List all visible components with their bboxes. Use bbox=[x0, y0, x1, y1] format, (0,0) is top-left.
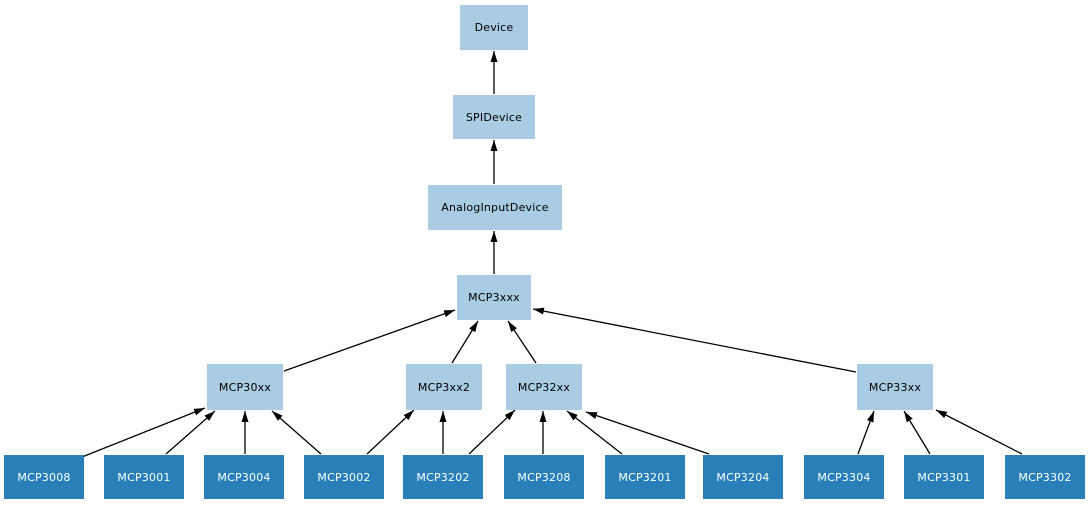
class-node-mcp3302[interactable]: MCP3302 bbox=[1005, 455, 1085, 499]
class-node-mcp3204[interactable]: MCP3204 bbox=[703, 455, 783, 499]
class-node-label: MCP3002 bbox=[317, 470, 371, 484]
class-node-label: Device bbox=[474, 21, 514, 34]
inheritance-edge-mcp3xx2-to-mcp3xxx bbox=[451, 320, 479, 364]
class-node-mcp32xx[interactable]: MCP32xx bbox=[506, 364, 582, 410]
inheritance-edges bbox=[81, 51, 1023, 458]
class-node-label: MCP3202 bbox=[416, 470, 470, 484]
inheritance-edge-mcp3302-to-mcp33xx bbox=[935, 409, 1023, 455]
inheritance-edge-mcp3304-to-mcp33xx bbox=[857, 410, 875, 455]
class-node-label: MCP30xx bbox=[218, 380, 272, 394]
class-node-label: MCP3208 bbox=[517, 470, 571, 484]
class-node-label: AnalogInputDevice bbox=[441, 201, 549, 214]
class-node-mcp3008[interactable]: MCP3008 bbox=[4, 455, 84, 499]
class-node-label: SPIDevice bbox=[465, 110, 523, 124]
inheritance-edge-mcp30xx-to-mcp3xxx bbox=[283, 309, 456, 372]
class-node-label: MCP3001 bbox=[117, 470, 171, 484]
class-node-label: MCP3204 bbox=[716, 470, 770, 484]
class-node-label: MCP32xx bbox=[517, 380, 571, 394]
class-node-mcp3xx2[interactable]: MCP3xx2 bbox=[406, 364, 482, 410]
class-node-mcp3002[interactable]: MCP3002 bbox=[304, 455, 384, 499]
inheritance-edge-mcp3204-to-mcp32xx bbox=[585, 411, 710, 455]
inheritance-edge-mcp32xx-to-mcp3xxx bbox=[507, 320, 537, 364]
class-node-label: MCP3xx2 bbox=[417, 380, 471, 394]
class-node-label: MCP3304 bbox=[817, 470, 871, 484]
inheritance-edge-mcp3301-to-mcp33xx bbox=[903, 410, 931, 455]
class-node-mcp3001[interactable]: MCP3001 bbox=[104, 455, 184, 499]
class-node-device[interactable]: Device bbox=[460, 5, 528, 50]
class-node-mcp3201[interactable]: MCP3201 bbox=[605, 455, 685, 499]
class-node-spidevice[interactable]: SPIDevice bbox=[453, 95, 535, 139]
class-node-label: MCP3302 bbox=[1018, 470, 1072, 484]
class-node-mcp30xx[interactable]: MCP30xx bbox=[207, 364, 283, 410]
class-node-mcp3301[interactable]: MCP3301 bbox=[904, 455, 984, 499]
class-node-mcp3304[interactable]: MCP3304 bbox=[804, 455, 884, 499]
class-node-analoginputdevice[interactable]: AnalogInputDevice bbox=[428, 185, 562, 230]
inheritance-edge-mcp3001-to-mcp30xx bbox=[165, 410, 216, 455]
inheritance-edge-mcp3002-to-mcp3xx2 bbox=[366, 409, 415, 455]
class-node-mcp3xxx[interactable]: MCP3xxx bbox=[457, 275, 531, 320]
inheritance-edge-mcp3002-to-mcp30xx bbox=[271, 410, 322, 455]
class-node-mcp33xx[interactable]: MCP33xx bbox=[857, 364, 933, 410]
class-node-label: MCP3201 bbox=[618, 470, 672, 484]
class-node-label: MCP3301 bbox=[917, 470, 971, 484]
class-node-label: MCP3xxx bbox=[468, 291, 520, 304]
inheritance-edge-mcp3202-to-mcp32xx bbox=[468, 409, 516, 455]
class-node-mcp3208[interactable]: MCP3208 bbox=[504, 455, 584, 499]
class-node-mcp3202[interactable]: MCP3202 bbox=[403, 455, 483, 499]
class-node-label: MCP3004 bbox=[217, 470, 271, 484]
inheritance-edge-mcp3201-to-mcp32xx bbox=[566, 410, 623, 455]
class-node-mcp3004[interactable]: MCP3004 bbox=[204, 455, 284, 499]
class-node-label: MCP3008 bbox=[17, 470, 71, 484]
inheritance-edge-mcp3008-to-mcp30xx bbox=[81, 407, 206, 458]
inheritance-edge-mcp33xx-to-mcp3xxx bbox=[532, 307, 857, 373]
class-node-label: MCP33xx bbox=[868, 380, 922, 394]
